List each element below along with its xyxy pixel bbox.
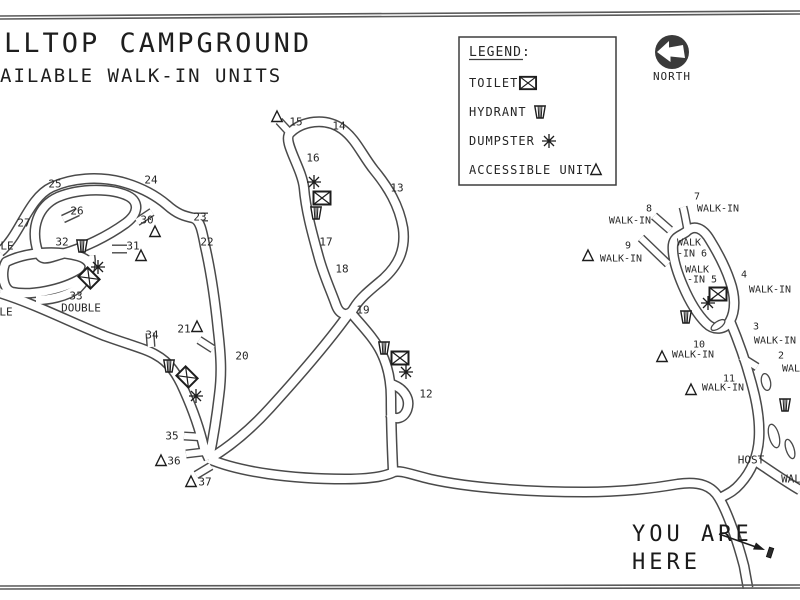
you-are-here-line1: YOU ARE xyxy=(632,522,753,547)
site-label-26: 26 xyxy=(70,205,83,218)
walkin-6-label-line1: WALK xyxy=(677,238,701,249)
accessible-unit-icon xyxy=(271,110,283,123)
walkin-11-number: 11 xyxy=(723,374,735,385)
hydrant-icon xyxy=(378,341,390,355)
site-label-17: 17 xyxy=(319,236,332,249)
hydrant-icon xyxy=(680,310,692,324)
legend-box: LEGEND: TOILET HYDRANT DUMPSTER ACCESSIB… xyxy=(458,36,617,186)
page-border xyxy=(0,10,800,590)
walkin-10-label: WALK-IN xyxy=(672,350,714,361)
left-edge-label-lower: LE xyxy=(0,306,13,319)
hydrant-icon xyxy=(534,105,546,119)
site-label-19: 19 xyxy=(356,304,369,317)
you-are-here-marker xyxy=(765,546,775,559)
hydrant-icon xyxy=(310,206,322,220)
you-are-here-line2: HERE xyxy=(632,550,701,575)
toilet-icon xyxy=(312,190,332,206)
site-label-18: 18 xyxy=(335,263,348,276)
you-are-here-arrowhead-icon xyxy=(753,542,765,550)
site-label-21: 21 xyxy=(177,323,190,336)
walkin-4-label: WALK-IN xyxy=(749,285,791,296)
dumpster-icon xyxy=(541,133,557,149)
walkin-3-number: 3 xyxy=(753,322,759,333)
dumpster-icon xyxy=(398,364,414,380)
site-label-20: 20 xyxy=(235,350,248,363)
site-label-25: 25 xyxy=(48,178,61,191)
hydrant-icon xyxy=(76,239,88,253)
right-edge-label: WAL xyxy=(781,473,800,486)
walkin-7-number: 7 xyxy=(694,192,700,203)
site-label-16: 16 xyxy=(306,152,319,165)
map-subtitle: AILABLE WALK-IN UNITS xyxy=(0,65,282,87)
walkin-4-number: 4 xyxy=(741,270,747,281)
left-edge-label-upper: LE xyxy=(0,240,13,253)
site-label-34: 34 xyxy=(145,329,159,342)
accessible-unit-icon xyxy=(582,249,594,262)
north-label: NORTH xyxy=(653,70,691,83)
site-label-31: 31 xyxy=(126,240,139,253)
hydrant-icon xyxy=(163,359,175,373)
walkin-5-label-line1: WALK xyxy=(685,265,709,276)
you-are-here-pointer-line xyxy=(718,533,757,548)
site-label-15: 15 xyxy=(289,116,302,129)
legend-hydrant-label: HYDRANT xyxy=(469,105,527,119)
accessible-unit-icon xyxy=(185,475,197,488)
walkin-5-label-line2: -IN 5 xyxy=(687,275,717,286)
dumpster-icon xyxy=(700,295,716,311)
site-label-37: 37 xyxy=(198,476,211,489)
accessible-unit-icon xyxy=(155,454,167,467)
walkin-3-label: WALK-IN xyxy=(754,336,796,347)
site-label-22: 22 xyxy=(200,236,213,249)
walkin-6-label-line2: -IN 6 xyxy=(677,249,707,260)
you-are-here: YOU ARE HERE xyxy=(632,522,775,575)
accessible-unit-icon xyxy=(656,350,668,363)
site-label-35: 35 xyxy=(165,430,178,443)
north-arrow-icon xyxy=(657,41,685,62)
site-label-33: 33 xyxy=(69,290,82,303)
walkin-10-number: 10 xyxy=(693,340,705,351)
walkin-2-label: WAL xyxy=(782,364,800,375)
site-label-13: 13 xyxy=(390,182,403,195)
toilet-icon xyxy=(518,75,538,91)
site-label-12: 12 xyxy=(419,388,432,401)
dumpster-icon xyxy=(188,388,204,404)
legend-toilet-label: TOILET xyxy=(469,76,518,90)
north-compass: NORTH xyxy=(653,35,691,83)
hydrant-icon xyxy=(779,398,791,412)
walkin-8-label: WALK-IN xyxy=(609,216,651,227)
host-label: HOST xyxy=(738,454,765,467)
legend-accessible-label: ACCESSIBLE UNIT xyxy=(469,163,592,177)
walkin-7-label: WALK-IN xyxy=(697,204,739,215)
walkin-9-number: 9 xyxy=(625,241,631,252)
accessible-unit-icon xyxy=(149,225,161,238)
dumpster-icon xyxy=(306,174,322,190)
legend-dumpster-label: DUMPSTER xyxy=(469,134,535,148)
map-title: LLTOP CAMPGROUND xyxy=(4,28,312,59)
walkin-9-label: WALK-IN xyxy=(600,254,642,265)
legend-heading: LEGEND: xyxy=(469,45,531,60)
walkin-8-number: 8 xyxy=(646,204,652,215)
site-33-double-label: DOUBLE xyxy=(61,302,101,315)
site-label-30: 30 xyxy=(140,214,153,227)
toilet-icon xyxy=(390,350,410,366)
site-label-36: 36 xyxy=(167,455,180,468)
site-label-14: 14 xyxy=(332,120,346,133)
walkin-2-number: 2 xyxy=(778,351,784,362)
site-label-23: 23 xyxy=(193,211,206,224)
dumpster-icon xyxy=(90,259,106,275)
accessible-unit-icon xyxy=(685,383,697,396)
site-label-24: 24 xyxy=(144,174,158,187)
accessible-unit-icon xyxy=(191,320,203,333)
walkin-11-label: WALK-IN xyxy=(702,383,744,394)
traffic-islands xyxy=(710,318,796,460)
site-label-32: 32 xyxy=(55,236,68,249)
site-label-27: 27 xyxy=(17,217,30,230)
